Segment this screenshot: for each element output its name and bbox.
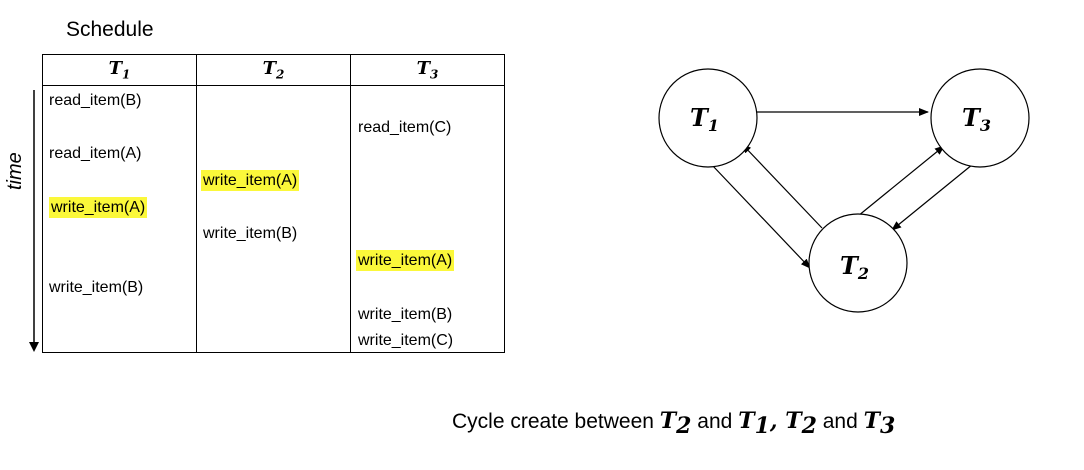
node-t2: T2 — [808, 213, 908, 313]
time-axis-arrow — [29, 90, 39, 352]
svg-text:T1: T1 — [690, 103, 719, 135]
header-t2: T2 — [196, 54, 351, 86]
column-t2: write_item(A) write_item(B) — [196, 85, 351, 353]
header-t3: T3 — [350, 54, 505, 86]
svg-text:T3: T3 — [962, 103, 991, 135]
schedule-header-row: T1 T2 T3 — [42, 54, 505, 86]
operation-t3-write-a: write_item(A) — [356, 250, 455, 271]
column-t1: read_item(B) read_item(A) write_item(A) … — [42, 85, 197, 353]
schedule-title: Schedule — [66, 18, 154, 41]
cycle-caption: Cycle create between T2 and T1, T2 and T… — [452, 408, 896, 440]
operation-t1-write-b: write_item(B) — [49, 279, 144, 296]
edge-t2-to-t1 — [741, 143, 823, 229]
operation-t1-write-a: write_item(A) — [49, 197, 148, 218]
operation-t3-write-c: write_item(C) — [358, 332, 454, 349]
edge-t3-to-t2 — [891, 159, 979, 231]
header-t1: T1 — [42, 54, 197, 86]
edge-t2-to-t3 — [857, 145, 945, 217]
edge-t1-to-t2 — [711, 164, 811, 269]
precedence-graph: T1 T3 T2 — [658, 68, 1030, 313]
operation-t3-write-b: write_item(B) — [358, 306, 453, 323]
operation-t3-read-c: read_item(C) — [358, 119, 452, 136]
operation-t1-read-b: read_item(B) — [49, 92, 142, 109]
operation-t2-write-b: write_item(B) — [203, 225, 298, 242]
node-t3: T3 — [930, 68, 1030, 168]
schedule-table: T1 T2 T3 read_item(B) read_item(A) write… — [42, 54, 505, 353]
operation-t2-write-a: write_item(A) — [201, 170, 300, 191]
operation-t1-read-a: read_item(A) — [49, 145, 142, 162]
node-t1: T1 — [658, 68, 758, 168]
column-t3: read_item(C) write_item(A) write_item(B)… — [350, 85, 505, 353]
svg-text:T2: T2 — [840, 251, 869, 283]
schedule-body-row: read_item(B) read_item(A) write_item(A) … — [42, 85, 505, 353]
